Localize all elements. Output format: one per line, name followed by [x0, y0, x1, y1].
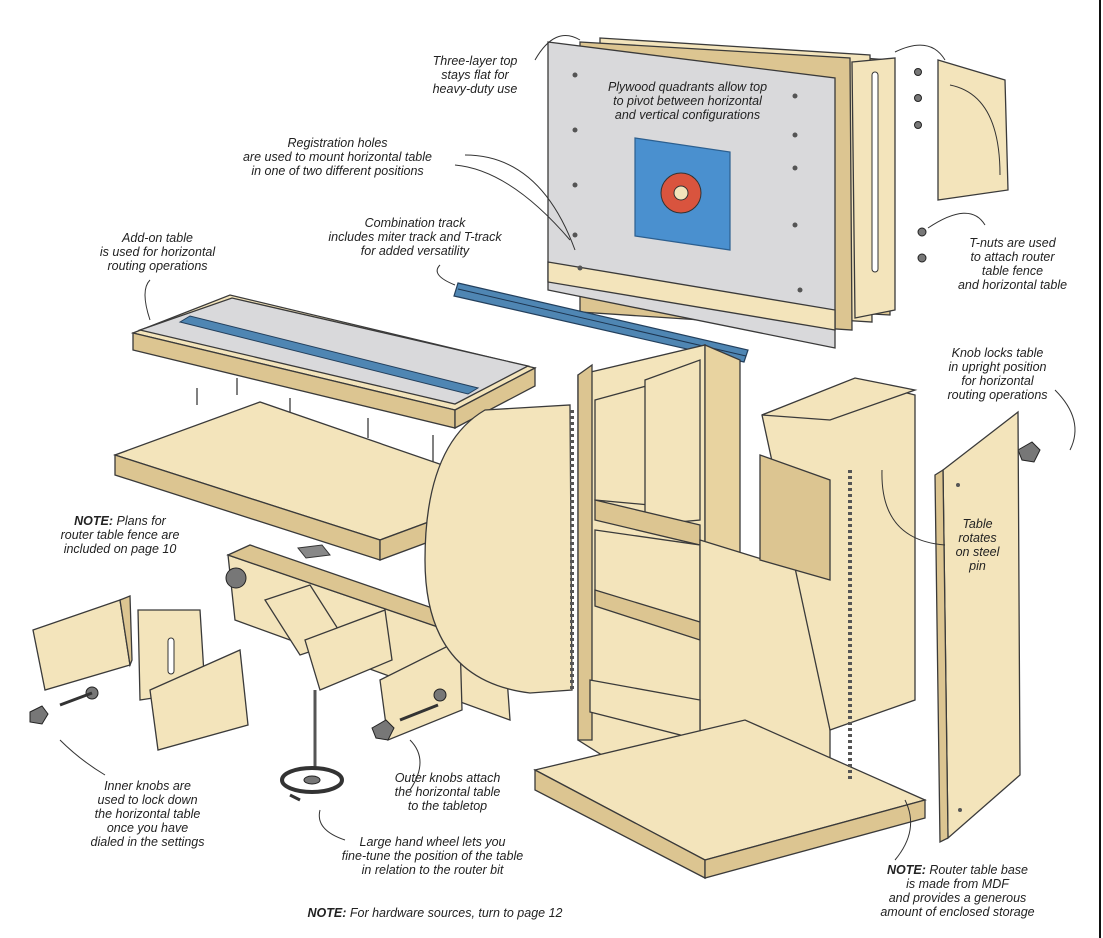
callout-inner-knobs: Inner knobs are used to lock down the ho…	[90, 779, 205, 849]
fence-side-blocks	[32, 595, 249, 751]
add-on-table	[130, 294, 537, 430]
note-text: Router table base is made from MDF and p…	[880, 863, 1035, 919]
callout-three-layer-top: Three-layer top stays flat for heavy-dut…	[432, 54, 518, 96]
combination-track	[453, 282, 749, 363]
callout-note-base: NOTE: Router table base is made from MDF…	[840, 863, 1075, 919]
cabinet-base	[424, 344, 927, 880]
callout-note-hardware: NOTE: For hardware sources, turn to page…	[265, 906, 605, 920]
note-text: Plans for router table fence are include…	[60, 514, 180, 556]
leader-lines	[59, 35, 1076, 861]
callout-t-nuts: T-nuts are used to attach router table f…	[957, 236, 1068, 292]
callout-add-on-table: Add-on table is used for horizontal rout…	[99, 231, 216, 273]
side-door	[934, 410, 1021, 844]
callout-registration-holes: Registration holes are used to mount hor…	[242, 136, 432, 178]
note-label: NOTE:	[307, 906, 347, 920]
hand-wheel	[280, 690, 344, 802]
note-label: NOTE:	[886, 863, 926, 877]
callout-table-rotates: Table rotates on steel pin	[955, 517, 1000, 573]
callout-plywood-quadrants: Plywood quadrants allow top to pivot bet…	[607, 80, 768, 122]
note-label: NOTE:	[74, 514, 114, 528]
corner-bracket	[914, 59, 1009, 263]
callout-hand-wheel: Large hand wheel lets you fine-tune the …	[341, 835, 524, 877]
callout-knob-locks: Knob locks table in upright position for…	[947, 346, 1048, 402]
callout-outer-knobs: Outer knobs attach the horizontal table …	[394, 771, 501, 813]
callout-combination-track: Combination track includes miter track a…	[328, 216, 502, 258]
three-layer-top	[547, 37, 896, 349]
callout-note-fence: NOTE: Plans for router table fence are i…	[30, 514, 210, 556]
note-text: For hardware sources, turn to page 12	[346, 906, 563, 920]
